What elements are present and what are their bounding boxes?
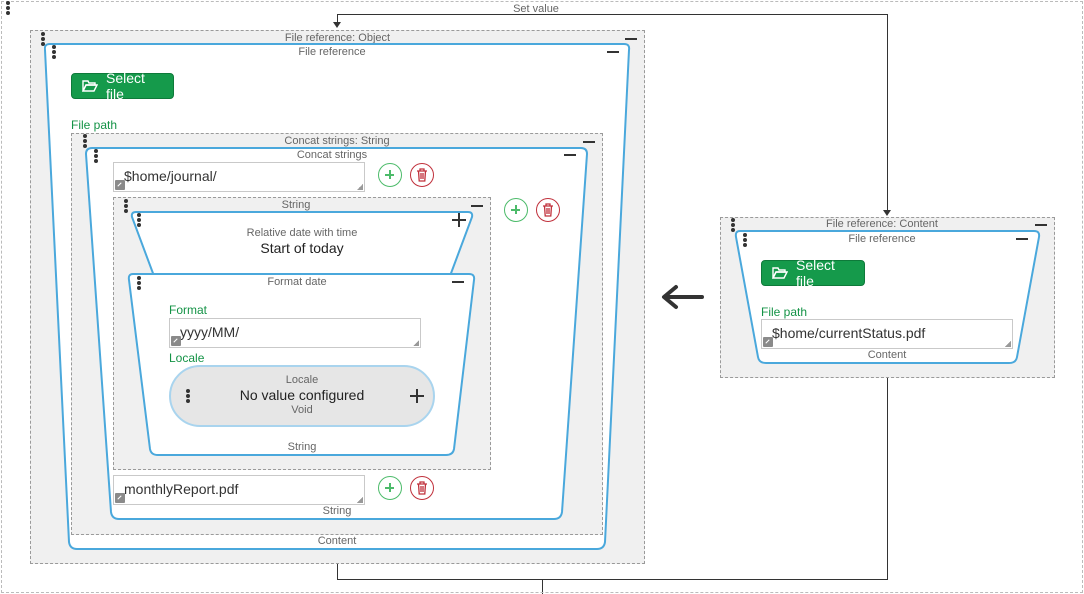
locale-pill-type: Void [291, 404, 313, 416]
resize-grip-icon[interactable] [413, 340, 419, 346]
concat-strings-block-collapse-icon[interactable] [583, 141, 595, 143]
delete-string-group-button[interactable] [536, 198, 560, 222]
right-file-path-label: File path [761, 305, 808, 319]
file-reference-content-menu-icon[interactable] [731, 218, 735, 232]
expression-tag-icon[interactable] [171, 336, 181, 346]
set-value-menu-icon[interactable] [6, 1, 10, 15]
concat-string-field-1[interactable]: $home/journal/ [113, 162, 365, 192]
file-reference-object-menu-icon[interactable] [41, 32, 45, 46]
locale-label: Locale [169, 351, 205, 365]
right-file-reference-card-menu-icon[interactable] [743, 233, 747, 247]
delete-field-1-button[interactable] [410, 163, 434, 187]
resize-grip-icon[interactable] [357, 497, 363, 503]
select-file-button[interactable]: Select file [71, 70, 174, 102]
right-file-path-value: $home/currentStatus.pdf [772, 325, 926, 341]
expression-tag-icon[interactable] [115, 180, 125, 190]
locale-pill-caption: Locale [285, 374, 319, 386]
right-select-file-label: Select file [796, 257, 835, 289]
set-value-caption: Set value [513, 3, 559, 15]
file-reference-card-menu-icon[interactable] [52, 45, 56, 59]
expression-tag-icon[interactable] [763, 337, 773, 347]
connector-top-right-v [887, 14, 888, 212]
connector-bottom-h [337, 579, 888, 580]
right-select-file-button[interactable]: Select file [761, 257, 865, 289]
delete-field-3-button[interactable] [410, 476, 434, 500]
file-reference-content-collapse-icon[interactable] [1035, 224, 1047, 226]
connector-top-left-v [337, 14, 338, 24]
connector-arrowhead-right [883, 210, 891, 216]
file-reference-object-caption: File reference: Object [284, 32, 391, 44]
file-reference-object-collapse-icon[interactable] [625, 38, 637, 40]
right-file-path-input[interactable]: $home/currentStatus.pdf [761, 319, 1013, 349]
relative-date-menu-icon[interactable] [137, 213, 141, 227]
connector-top-h [337, 14, 888, 15]
right-file-reference-card-collapse-icon[interactable] [1016, 238, 1028, 240]
add-after-string-group-button[interactable] [504, 198, 528, 222]
file-reference-card-collapse-icon[interactable] [607, 51, 619, 53]
relative-date-value: Start of today [260, 240, 344, 256]
format-date-type: String [287, 441, 317, 453]
format-input-value: yyyy/MM/ [180, 324, 240, 340]
resize-grip-icon[interactable] [357, 184, 363, 190]
resize-grip-icon[interactable] [1005, 341, 1011, 347]
concat-strings-block-menu-icon[interactable] [83, 134, 87, 148]
string-group-menu-icon[interactable] [124, 199, 128, 213]
format-input[interactable]: yyyy/MM/ [169, 318, 421, 348]
concat-strings-card-title: Concat strings [296, 149, 368, 161]
locale-pill-add-icon[interactable] [410, 389, 424, 403]
folder-open-icon [82, 80, 98, 92]
format-label: Format [169, 303, 208, 317]
concat-string-field-1-value: $home/journal/ [124, 168, 217, 184]
file-path-label: File path [71, 118, 118, 132]
locale-pill-value: No value configured [239, 387, 365, 403]
concat-strings-card-menu-icon[interactable] [94, 149, 98, 163]
folder-open-icon [772, 267, 788, 279]
concat-string-field-3-value: monthlyReport.pdf [124, 481, 239, 497]
right-file-reference-card-title: File reference [848, 233, 916, 245]
relative-date-label: Relative date with time [246, 227, 358, 239]
connector-bottom-left-v [337, 564, 338, 580]
expression-tag-icon[interactable] [115, 493, 125, 503]
file-reference-card-title: File reference [298, 46, 366, 58]
format-date-menu-icon[interactable] [137, 276, 141, 290]
left-content-caption: Content [317, 535, 357, 547]
string-group-collapse-icon[interactable] [471, 205, 483, 207]
concat-string-field-3-caption: String [322, 505, 352, 517]
arrow-left-icon [662, 285, 704, 309]
connector-bottom-right-v [887, 378, 888, 580]
add-after-field-1-button[interactable] [378, 163, 402, 187]
locale-pill[interactable] [169, 365, 435, 427]
right-content-caption: Content [867, 349, 907, 361]
concat-strings-card-collapse-icon[interactable] [564, 154, 576, 156]
connector-arrowhead-left [333, 22, 341, 28]
add-after-field-3-button[interactable] [378, 476, 402, 500]
locale-pill-menu-icon[interactable] [186, 389, 190, 403]
concat-strings-caption: Concat strings: String [284, 135, 390, 147]
format-date-title: Format date [267, 276, 327, 288]
string-group-caption: String [281, 199, 311, 211]
select-file-label: Select file [106, 70, 145, 102]
connector-exit-v [542, 579, 543, 594]
format-date-collapse-icon[interactable] [452, 281, 464, 283]
relative-date-expand-icon[interactable] [452, 213, 466, 227]
concat-string-field-3[interactable]: monthlyReport.pdf [113, 475, 365, 505]
file-reference-content-caption: File reference: Content [826, 218, 938, 230]
